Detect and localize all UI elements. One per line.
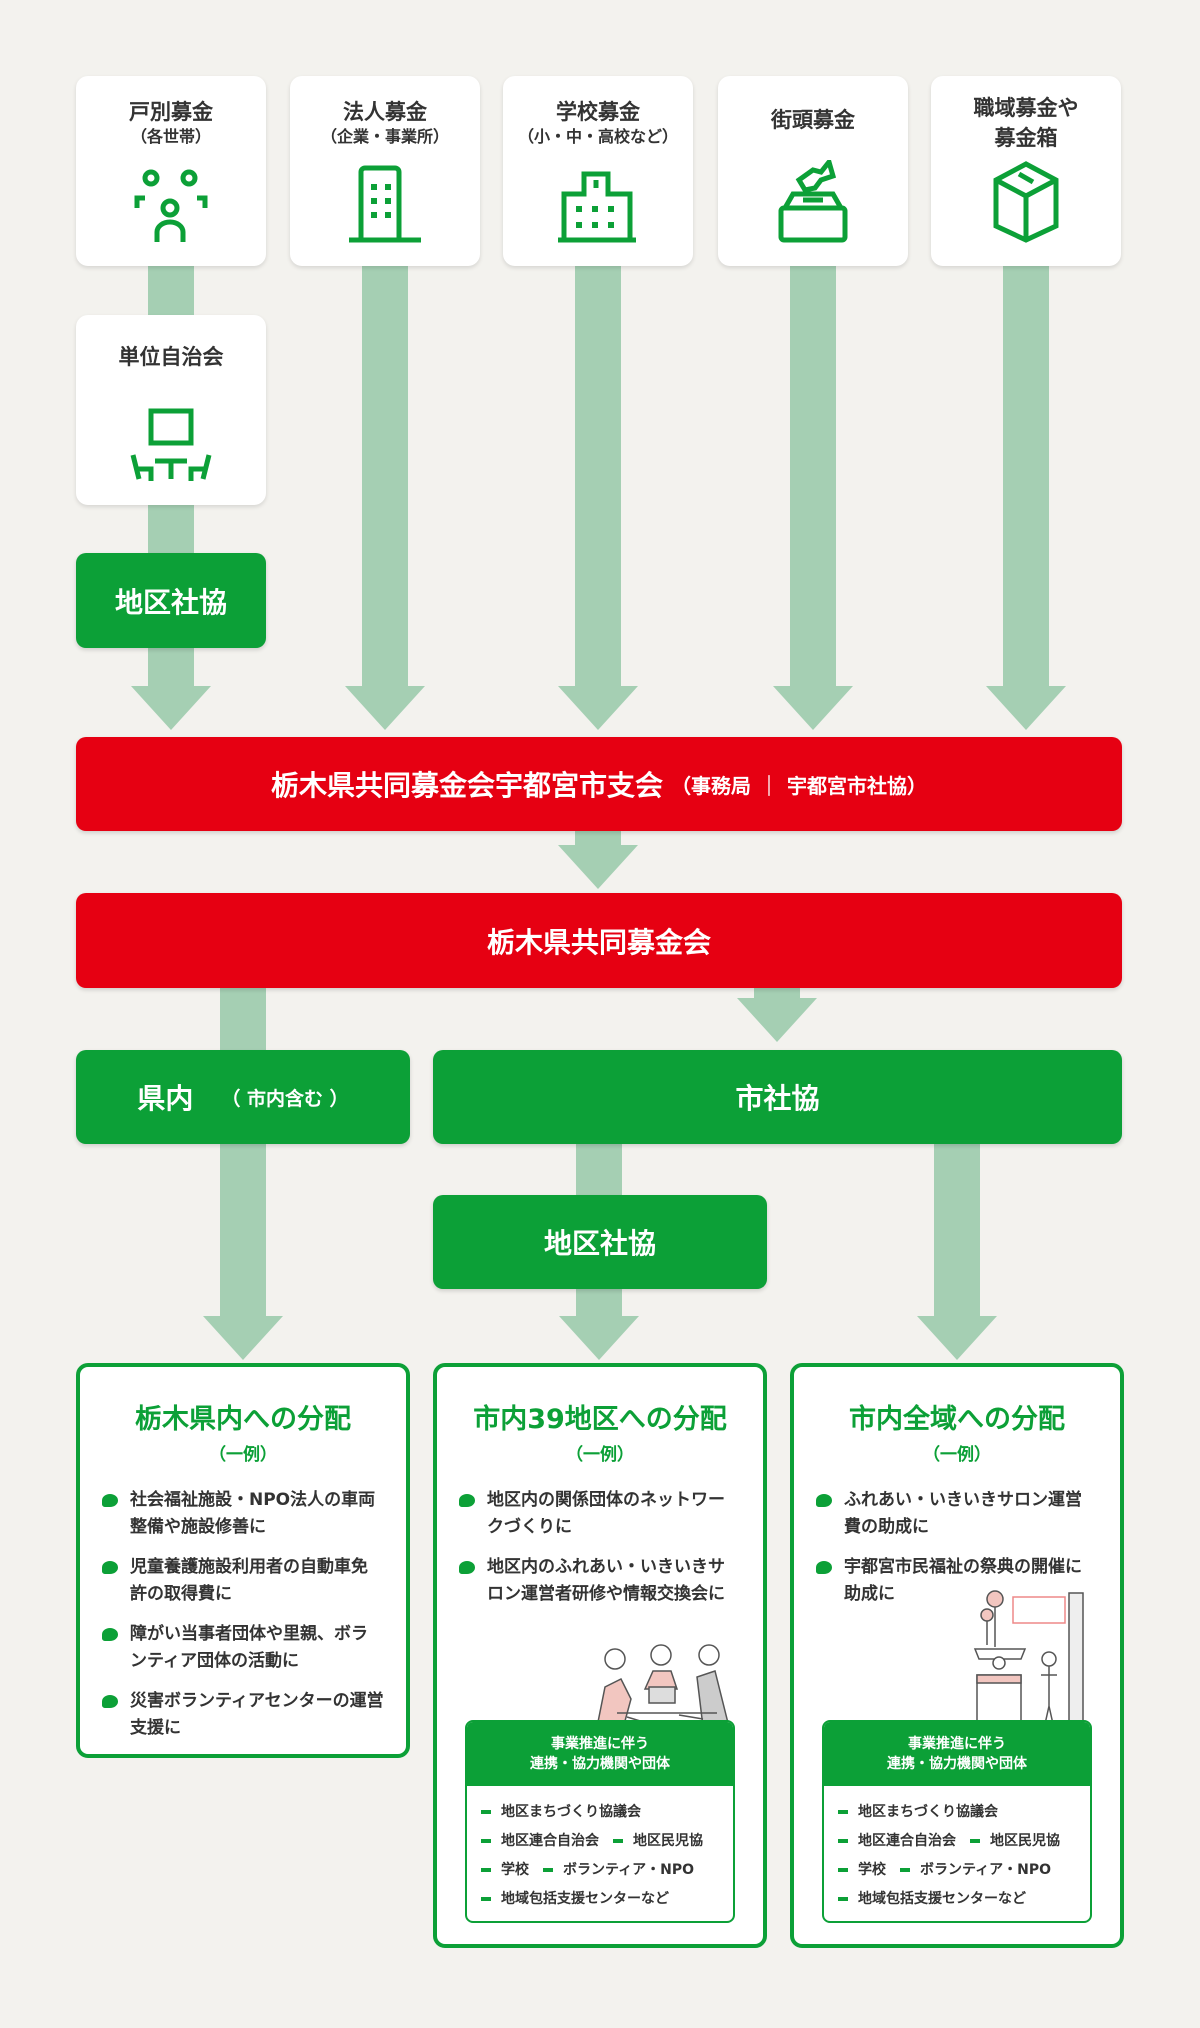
office-name: 宇都宮市社協 [787,773,907,798]
card-subtitle: （企業・事業所） [320,127,449,146]
card-title: 単位自治会 [118,345,224,369]
card-subtitle: （各世帯） [130,127,211,146]
list-item: ふれあい・いきいきサロン運営費の助成に [816,1487,1098,1541]
prefecture-fund-box: 栃木県共同募金会 [76,893,1122,988]
example-label: （一例） [923,1445,991,1465]
paren: （ [671,773,691,798]
distribution-title: 市内全域への分配 [849,1404,1065,1435]
arrow-head [917,1316,997,1360]
org-item: ボランティア・NPO [543,1856,694,1885]
school-icon [558,171,636,243]
city-council-label: 市社協 [735,1082,820,1115]
arrow-head [558,845,638,889]
org-item: 学校 [481,1856,529,1885]
paren: ） [907,773,927,798]
district-council-label: 地区社協 [543,1227,656,1260]
distribution-title: 栃木県内への分配 [135,1404,351,1435]
org-item: 地域包括支援センターなど [481,1885,669,1914]
meeting-illustration [596,1644,730,1728]
distribution-title: 市内39地区への分配 [473,1404,727,1435]
arrow-shaft [575,831,621,845]
arrow-shaft [1003,266,1049,686]
arrow-head [558,686,638,730]
distribution-39-districts: 市内39地区への分配 （一例） 地区内の関係団体のネットワークづくりに 地区内の… [433,1363,767,1948]
district-council-label: 地区社協 [114,585,227,619]
utsunomiya-branch-box: 栃木県共同募金会宇都宮市支会 （ 事務局 ｜ 宇都宮市社協 ） [76,737,1122,831]
list-item: 地区内の関係団体のネットワークづくりに [459,1487,741,1541]
org-item: 地区連合自治会 [481,1827,599,1856]
distribution-prefecture: 栃木県内への分配 （一例） 社会福祉施設・NPO法人の車両整備や施設修善に 児童… [76,1363,410,1758]
card-title: 戸別募金 [129,100,213,124]
in-prefecture-box: 県内 （ 市内含む ） [76,1050,410,1144]
org-item: 地区まちづくり協議会 [838,1798,998,1827]
source-card-corporate: 法人募金 （企業・事業所） [290,76,480,266]
list-item: 地区内のふれあい・いきいきサロン運営者研修や情報交換会に [459,1554,741,1608]
org-heading: 事業推進に伴う [908,1736,1006,1752]
unit-association-card: 単位自治会 [76,315,266,505]
arrow-shaft [754,988,800,998]
partner-organizations: 事業推進に伴う連携・協力機関や団体 地区まちづくり協議会 地区連合自治会地区民児… [822,1720,1092,1923]
example-label: （一例） [566,1445,634,1465]
card-subtitle: （小・中・高校など） [517,127,678,146]
arrow-head [559,1316,639,1360]
collection-box-icon [993,161,1059,243]
people-icon [134,169,208,242]
card-title: 職域募金や [973,96,1079,120]
source-card-workplace: 職域募金や 募金箱 [931,76,1121,266]
card-title: 街頭募金 [771,108,855,132]
org-item: 地区まちづくり協議会 [481,1798,641,1827]
building-icon [349,165,421,243]
source-card-street: 街頭募金 [718,76,908,266]
org-heading: 連携・協力機関や団体 [887,1756,1027,1772]
list-item: 児童養護施設利用者の自動車免許の取得費に [102,1554,384,1608]
card-title-line2: 募金箱 [994,126,1058,150]
separator: ｜ [759,773,779,798]
partner-organizations: 事業推進に伴う連携・協力機関や団体 地区まちづくり協議会 地区連合自治会地区民児… [465,1720,735,1923]
arrow-shaft [934,1144,980,1316]
donation-box-icon [778,160,848,243]
arrow-shaft [575,266,621,686]
card-title: 法人募金 [343,100,427,124]
source-card-school: 学校募金 （小・中・高校など） [503,76,693,266]
source-card-household: 戸別募金 （各世帯） [76,76,266,266]
arrow-shaft [220,1144,266,1316]
arrow-shaft [362,266,408,686]
org-item: 学校 [838,1856,886,1885]
org-item: 地区民児協 [613,1827,703,1856]
arrow-head [773,686,853,730]
in-prefecture-label: 県内 [137,1082,194,1115]
card-title: 学校募金 [556,100,640,124]
list-item: 宇都宮市民福祉の祭典の開催に助成に [816,1554,1098,1608]
district-council-box-2: 地区社協 [433,1195,767,1289]
arrow-head [203,1316,283,1360]
org-heading: 事業推進に伴う [551,1736,649,1752]
office-label: 事務局 [691,773,751,798]
arrow-head [345,686,425,730]
city-council-box: 市社協 [433,1050,1122,1144]
in-prefecture-note: （ 市内含む ） [221,1087,349,1110]
list-item: 災害ボランティアセンターの運営支援に [102,1688,384,1742]
arrow-shaft [790,266,836,686]
org-item: 地区民児協 [970,1827,1060,1856]
distribution-citywide: 市内全域への分配 （一例） ふれあい・いきいきサロン運営費の助成に 宇都宮市民福… [790,1363,1124,1948]
arrow-head [737,998,817,1042]
prefecture-fund-label: 栃木県共同募金会 [486,925,711,959]
org-item: 地区連合自治会 [838,1827,956,1856]
list-item: 社会福祉施設・NPO法人の車両整備や施設修善に [102,1487,384,1541]
arrow-head [986,686,1066,730]
arrow-shaft [220,988,266,1050]
list-item: 障がい当事者団体や里親、ボランティア団体の活動に [102,1621,384,1675]
district-council-box: 地区社協 [76,553,266,648]
org-heading: 連携・協力機関や団体 [530,1756,670,1772]
branch-title: 栃木県共同募金会宇都宮市支会 [270,769,663,802]
festival-stall-illustration [973,1590,1084,1728]
meeting-icon [130,408,212,481]
org-item: 地域包括支援センターなど [838,1885,1026,1914]
org-item: ボランティア・NPO [900,1856,1051,1885]
example-label: （一例） [209,1445,277,1465]
arrow-head [131,686,211,730]
